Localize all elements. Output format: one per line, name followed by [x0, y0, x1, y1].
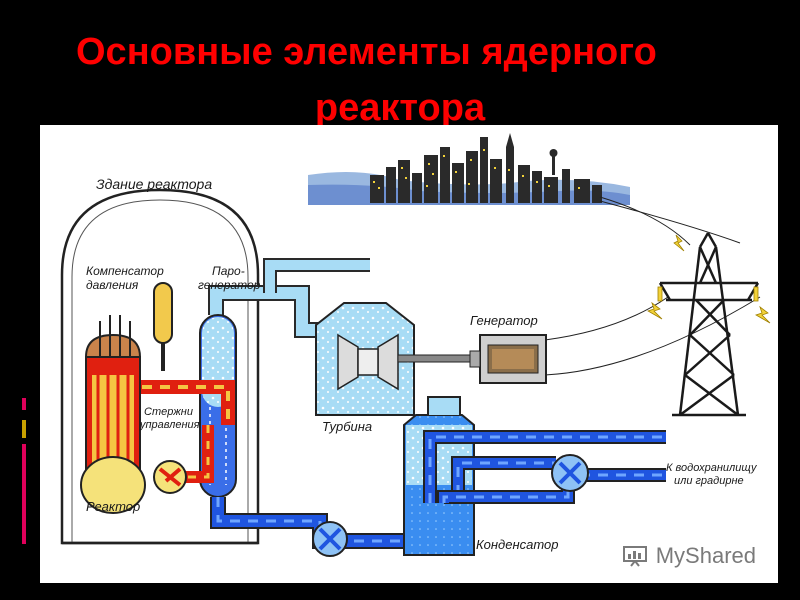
steam-piping	[208, 258, 370, 338]
power-lines	[544, 196, 761, 376]
feedwater-pump	[312, 521, 348, 557]
title-line-1: Основные элементы ядерного	[76, 31, 657, 73]
pressurizer	[153, 282, 173, 371]
diagram-svg: Здание реактора Компенсатор давления Пар…	[60, 133, 771, 557]
label-turbine: Турбина	[322, 419, 372, 434]
label-generator: Генератор	[470, 313, 538, 328]
city-skyline	[308, 133, 630, 205]
reactor-building	[60, 188, 260, 545]
left-decoration	[0, 0, 32, 600]
insulator-sparks	[647, 234, 771, 324]
accent-bar-pink-top	[22, 398, 26, 410]
label-control-rods-1: Стержни	[144, 406, 193, 418]
secondary-cold-loop	[210, 497, 416, 549]
label-cooling-2: или градирне	[674, 475, 744, 487]
label-pressurizer-2: давления	[86, 278, 139, 292]
watermark-text: MyShared	[655, 543, 756, 568]
slide-title: Основные элементы ядерного реактора	[60, 24, 740, 136]
watermark: MyShared	[622, 543, 756, 569]
turbine	[315, 302, 489, 416]
presentation-board-icon	[622, 545, 650, 567]
label-steam-gen-1: Паро-	[212, 264, 245, 278]
label-cooling-1: К водохранилищу	[666, 462, 758, 474]
accent-bar-gold	[22, 420, 26, 438]
cooling-pump	[551, 454, 589, 492]
label-pressurizer-1: Компенсатор	[86, 264, 164, 278]
label-building: Здание реактора	[96, 176, 212, 192]
label-steam-gen-2: генератор	[198, 278, 261, 292]
accent-bar-pink-bottom	[22, 444, 26, 544]
label-reactor: Реактор	[86, 499, 140, 514]
reactor-diagram: Здание реактора Компенсатор давления Пар…	[40, 125, 778, 583]
transmission-tower	[658, 232, 760, 417]
generator	[469, 334, 547, 384]
cooling-water-loop	[423, 430, 666, 504]
title-line-2: реактора	[314, 87, 486, 129]
primary-pump	[153, 460, 187, 494]
label-condenser: Конденсатор	[476, 537, 559, 552]
reactor-vessel	[80, 315, 146, 514]
label-control-rods-2: управления	[139, 419, 200, 431]
